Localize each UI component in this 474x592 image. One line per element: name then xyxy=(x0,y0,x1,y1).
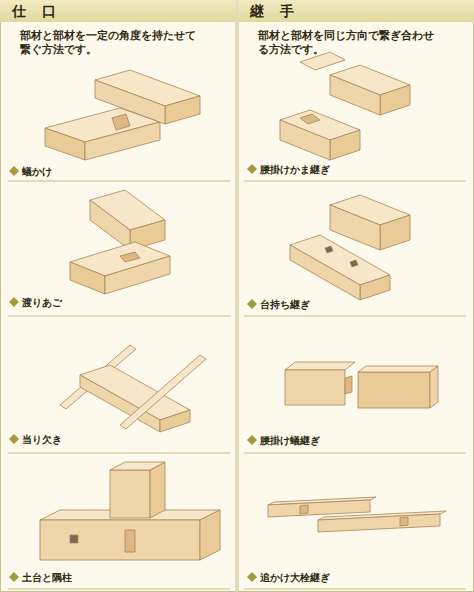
joint-panel: 仕 口部材と部材を一定の角度を持たせて繋ぐ方法です。 xyxy=(0,0,236,592)
panel-heading: 仕 口 xyxy=(0,0,236,22)
panel-description: 部材と部材を同じ方向で繋ぎ合わせる方法です。 xyxy=(258,28,443,56)
panel-heading: 継 手 xyxy=(238,0,474,22)
joint-name: 台持ち継ぎ xyxy=(260,298,310,311)
joint-panel: 継 手部材と部材を同じ方向で繋ぎ合わせる方法です。 xyxy=(238,0,474,592)
joint-name: 土台と隅柱 xyxy=(22,571,72,584)
panel-description: 部材と部材を一定の角度を持たせて繋ぐ方法です。 xyxy=(20,28,205,56)
joint-name: 蟻かけ xyxy=(22,165,52,178)
joint-name: 腰掛けかま継ぎ xyxy=(260,163,330,176)
joint-name: 追かけ大栓継ぎ xyxy=(260,571,330,584)
joint-name: 当り欠き xyxy=(22,433,62,446)
joint-name: 渡りあご xyxy=(22,296,62,309)
joint-name: 腰掛け蟻継ぎ xyxy=(260,434,320,447)
